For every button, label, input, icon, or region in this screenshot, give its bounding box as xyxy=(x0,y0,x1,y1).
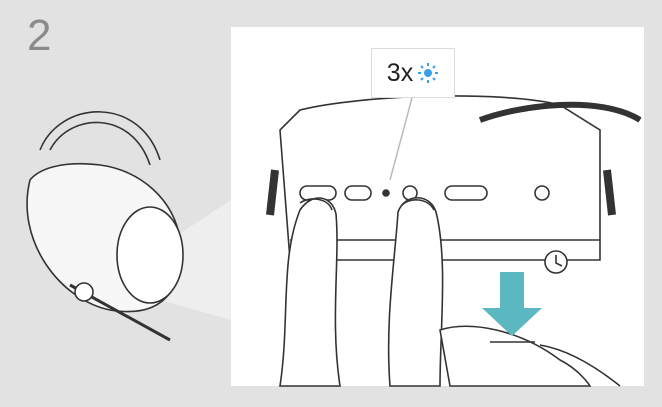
blinking-blue-led-icon xyxy=(417,62,439,84)
press-callout: 3x xyxy=(371,48,455,98)
clock-icon xyxy=(545,251,567,273)
press-count: 3x xyxy=(387,59,413,88)
headset xyxy=(27,112,183,340)
hold-arrow xyxy=(482,272,542,336)
hold-duration: 4s xyxy=(493,355,516,381)
